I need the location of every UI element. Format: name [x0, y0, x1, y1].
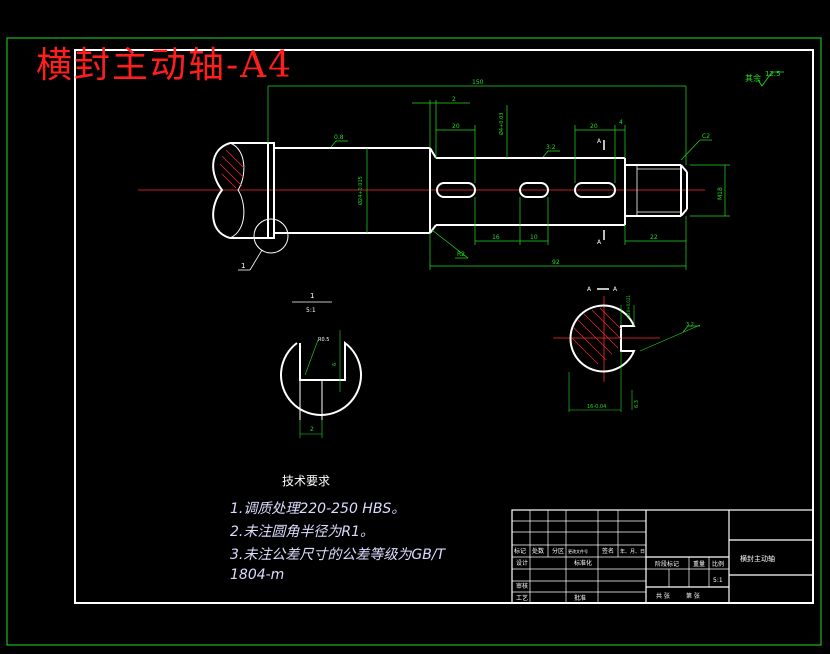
section-hatch [571, 307, 622, 365]
tech-line-1: 1.调质处理220-250 HBS。 [230, 501, 406, 517]
dim-20-left: 20 [452, 123, 460, 130]
tb-r1-zone: 分区 [552, 547, 564, 555]
tb-part-name: 横封主动轴 [740, 554, 775, 563]
tb-sheets: 共 张 [656, 592, 670, 600]
section-cut-a-top: A [597, 138, 602, 145]
dim-tol-top: Ø4+0.03 [498, 113, 505, 135]
detail-dim-2: 2 [310, 426, 314, 433]
detail-1-leader [249, 249, 263, 271]
tb-r2-std: 标准化 [574, 559, 592, 567]
roughness-0-8-text: 0.8 [334, 134, 344, 141]
tech-line-4: 1804-m [230, 567, 285, 583]
detail-dimension-lines [299, 330, 341, 438]
keyway-slots [436, 182, 616, 198]
tb-weight-label: 重量 [693, 560, 705, 568]
section-dim-16: 16-0.04 [587, 404, 606, 410]
shaft-outline [230, 142, 688, 239]
detail-dim-r05: R0.5 [318, 337, 329, 343]
tb-r1-date: 年、月、日 [620, 548, 645, 555]
detail-dim-6: 6 [332, 363, 338, 366]
tech-line-3: 3.未注公差尺寸的公差等级为GB/T [230, 547, 446, 563]
tb-r1-doc: 更改文件号 [568, 548, 588, 554]
section-label-a-left: A [587, 286, 592, 293]
tech-line-2: 2.未注圆角半径为R1。 [230, 524, 374, 540]
tb-r4-process: 工艺 [516, 594, 528, 602]
title-block [511, 509, 814, 604]
tb-scale-label: 比例 [712, 560, 724, 568]
inner-border [74, 49, 814, 604]
section-profile [569, 304, 636, 373]
detail-view-number: 1 [310, 292, 314, 300]
dim-4: 4 [619, 119, 623, 126]
shaft-break-end-inner [229, 142, 245, 239]
detail-view-scale: 5:1 [306, 307, 316, 314]
tb-r4-approve: 批准 [574, 594, 586, 602]
section-label-a-right: A [613, 286, 618, 293]
dim-2: 2 [452, 96, 456, 103]
roughness-3-2 [542, 150, 560, 158]
tb-stage-label: 阶段标记 [655, 560, 679, 568]
dim-r2: R2 [457, 251, 465, 258]
drawing-title: 横封主动轴-A4 [36, 45, 294, 86]
tb-sheet-no: 第 张 [686, 592, 700, 600]
tb-r1-sign: 签名 [602, 547, 614, 555]
thread-root-lines [636, 165, 681, 216]
tech-requirements-heading: 技术要求 [282, 474, 331, 488]
dimension-lines [267, 85, 730, 270]
tb-r2-design: 设计 [516, 559, 528, 567]
dim-16: 16 [492, 234, 500, 241]
roughness-other-label: 其余 [745, 73, 761, 83]
section-roughness-3-2 [682, 325, 700, 333]
dim-c2: C2 [702, 133, 710, 140]
roughness-other-value: 12.5 [765, 70, 781, 78]
dim-22: 22 [650, 234, 658, 241]
dim-92: 92 [552, 259, 560, 266]
section-dim-6-3: 6.3 [634, 400, 640, 408]
tb-scale-value: 5:1 [713, 577, 723, 584]
dim-150: 150 [472, 79, 484, 86]
dim-m18: M18 [717, 187, 724, 200]
title-block-grid [512, 510, 729, 603]
roughness-other-symbol [757, 71, 784, 87]
detail-circle-1 [253, 218, 289, 254]
detail-1-tag: 1 [241, 262, 245, 270]
detail-view-profile [280, 340, 362, 416]
section-dim-key: Ø20+0.021 [626, 295, 631, 318]
roughness-3-2-text: 3.2 [546, 144, 556, 151]
dim-20-right: 20 [590, 123, 598, 130]
section-dim-3-2: 3.2 [686, 322, 694, 328]
break-hatch [219, 149, 245, 189]
tb-r3-review: 审核 [516, 582, 528, 590]
dim-tol-vertical: Ø24+0.015 [357, 176, 364, 205]
section-dimension-lines [568, 305, 701, 412]
tb-r1-mark: 标记 [514, 547, 526, 555]
tb-r1-count: 处数 [532, 547, 544, 555]
shaft-break-end [212, 142, 231, 239]
roughness-0-8 [330, 140, 348, 148]
section-cut-a-bottom: A [597, 239, 602, 246]
outer-frame [6, 37, 822, 646]
dim-10: 10 [530, 234, 538, 241]
